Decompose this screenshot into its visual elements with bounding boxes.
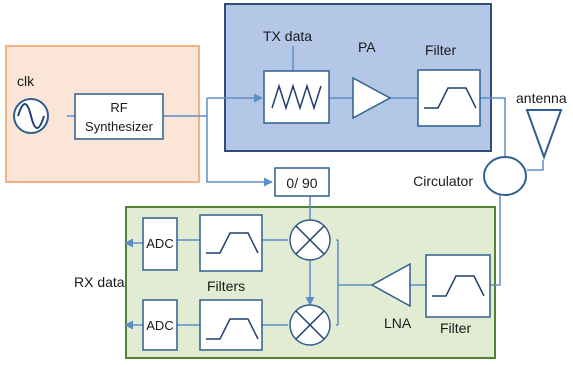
lna-label: LNA <box>384 315 412 331</box>
rf-synthesizer-label-line1: RF <box>110 100 127 115</box>
rf-synthesizer-label-line2: Synthesizer <box>85 119 154 134</box>
antenna-icon <box>525 109 563 160</box>
rx-filter-label: Filter <box>440 320 471 336</box>
pa-label: PA <box>358 39 376 55</box>
rx-filter-top-block <box>199 214 263 272</box>
clk-label: clk <box>17 73 35 89</box>
circulator-label: Circulator <box>413 173 473 189</box>
tx-modulator-block <box>263 70 330 124</box>
signal-lines <box>67 46 544 330</box>
adc-top-label: ADC <box>146 236 173 251</box>
lna-amplifier-icon <box>370 262 411 308</box>
phase-shifter-block <box>274 167 330 197</box>
antenna-label: antenna <box>516 90 567 106</box>
pa-amplifier-icon <box>352 76 392 120</box>
rx-mixer-bottom-icon <box>289 304 331 346</box>
adc-bottom-label: ADC <box>146 318 173 333</box>
rx-data-label: RX data <box>74 274 125 290</box>
rx-mixer-top-icon <box>289 219 331 261</box>
tx-filter-block <box>417 69 481 127</box>
rx-filter-bottom-block <box>199 299 263 351</box>
filters-label: Filters <box>207 278 245 294</box>
tx-data-label: TX data <box>263 28 312 44</box>
adc-bottom-block <box>142 299 178 351</box>
circulator-icon <box>483 156 527 196</box>
rx-filter-main-block <box>425 254 491 318</box>
clk-oscillator-icon <box>13 98 49 134</box>
phase-shifter-label: 0/ 90 <box>286 175 317 191</box>
adc-top-block <box>142 217 178 271</box>
tx-filter-label: Filter <box>425 42 456 58</box>
rf-synthesizer-block <box>74 93 164 140</box>
